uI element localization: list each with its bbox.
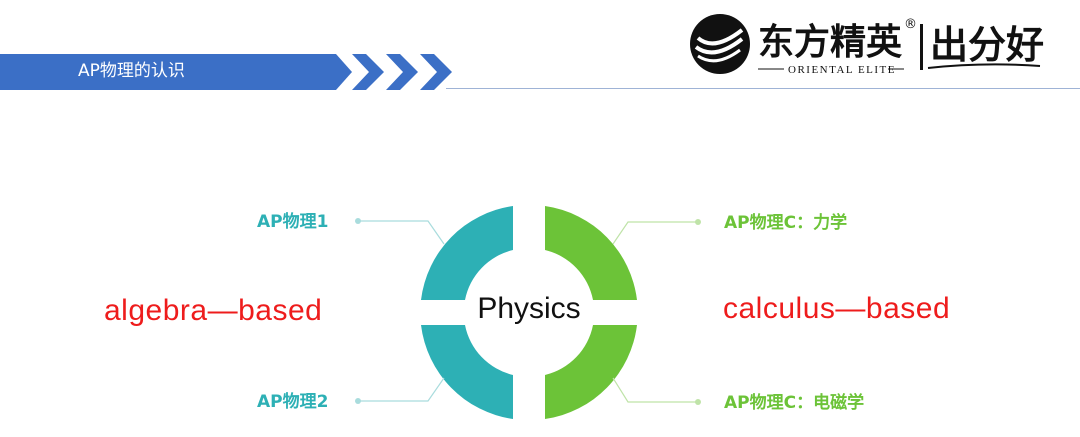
connector-dot-top-right	[695, 219, 701, 225]
calculus-based-label: calculus—based	[723, 292, 951, 325]
brand-logo: 东方精英 ® ORIENTAL ELITE 出分好	[690, 14, 1044, 76]
header-banner	[0, 54, 452, 90]
ring-segment-bottom-left	[421, 325, 513, 419]
algebra-based-label: algebra—based	[104, 294, 323, 327]
connector-top-left	[358, 220, 445, 245]
page-title: AP物理的认识	[78, 61, 185, 81]
logo-brand-en: ORIENTAL ELITE	[788, 64, 896, 76]
connector-dot-top-left	[355, 218, 361, 224]
logo-separator	[920, 24, 923, 70]
label-ap-physics-c-mechanics: AP物理C：力学	[724, 213, 848, 233]
banner-chevron-1	[352, 54, 384, 90]
logo-emblem-icon	[690, 14, 750, 74]
logo-slogan: 出分好	[930, 22, 1044, 67]
label-ap-physics-1: AP物理1	[257, 212, 329, 232]
ring-segment-top-right	[545, 206, 637, 300]
connector-bottom-right	[612, 377, 698, 403]
label-ap-physics-c-em: AP物理C：电磁学	[724, 393, 865, 413]
registered-mark: ®	[904, 17, 917, 32]
header-divider	[446, 88, 1080, 89]
banner-chevron-2	[386, 54, 418, 90]
ring-segment-top-left	[421, 206, 513, 300]
banner-chevron-3	[420, 54, 452, 90]
connector-top-right	[612, 221, 698, 245]
label-ap-physics-2: AP物理2	[257, 392, 329, 412]
ring-segment-bottom-right	[545, 325, 637, 419]
logo-brand-cn: 东方精英	[758, 22, 903, 63]
banner-bar	[0, 54, 352, 90]
center-label: Physics	[477, 292, 581, 325]
connector-dot-bottom-left	[355, 398, 361, 404]
connector-bottom-left	[358, 377, 445, 402]
connector-dot-bottom-right	[695, 399, 701, 405]
